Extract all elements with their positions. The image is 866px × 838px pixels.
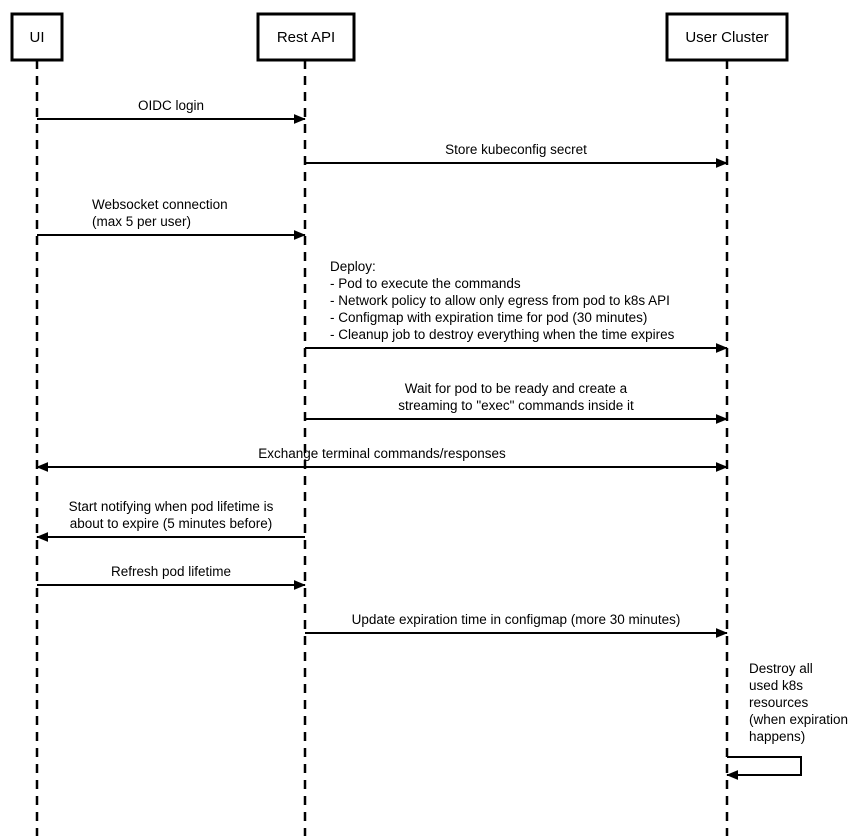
message-deploy[interactable]: Deploy: - Pod to execute the commands - Ne… bbox=[305, 259, 728, 353]
message-exchange-terminal-commands[interactable]: Exchange terminal commands/responses bbox=[36, 446, 728, 472]
self-message-arrow-destroy-used-resources bbox=[726, 756, 802, 780]
message-update-expiration-time[interactable]: Update expiration time in configmap (mor… bbox=[305, 612, 728, 638]
self-message-label-destroy-used-resources: Destroy all bbox=[749, 661, 813, 676]
message-label-deploy: - Configmap with expiration time for pod… bbox=[330, 310, 647, 325]
message-websocket-connection[interactable]: Websocket connection (max 5 per user) bbox=[37, 197, 306, 240]
self-message-label-destroy-used-resources: happens) bbox=[749, 729, 805, 744]
message-label-deploy: - Pod to execute the commands bbox=[330, 276, 521, 291]
self-message-label-destroy-used-resources: (when expiration bbox=[749, 712, 848, 727]
message-wait-for-pod-ready[interactable]: Wait for pod to be ready and create a str… bbox=[305, 381, 728, 424]
message-label-deploy: - Cleanup job to destroy everything when… bbox=[330, 327, 675, 342]
message-label-start-notifying-expiry: Start notifying when pod lifetime is bbox=[69, 499, 274, 514]
message-label-oidc-login: OIDC login bbox=[138, 98, 204, 113]
participant-rest-api[interactable]: Rest API bbox=[256, 12, 356, 62]
participant-label-ui: UI bbox=[30, 29, 45, 46]
message-label-exchange-terminal-commands: Exchange terminal commands/responses bbox=[258, 446, 506, 461]
message-label-deploy: Deploy: bbox=[330, 259, 376, 274]
self-message-destroy-used-resources[interactable]: Destroy all used k8s resources (when expira… bbox=[726, 661, 848, 780]
message-oidc-login[interactable]: OIDC login bbox=[37, 98, 306, 124]
participant-user-cluster[interactable]: User Cluster bbox=[665, 12, 789, 62]
message-label-store-kubeconfig-secret: Store kubeconfig secret bbox=[445, 142, 587, 157]
message-label-start-notifying-expiry: about to expire (5 minutes before) bbox=[70, 516, 273, 531]
message-store-kubeconfig-secret[interactable]: Store kubeconfig secret bbox=[305, 142, 728, 168]
participant-label-rest-api: Rest API bbox=[277, 29, 335, 46]
lifelines-layer bbox=[35, 60, 729, 836]
message-label-wait-for-pod-ready: Wait for pod to be ready and create a bbox=[405, 381, 628, 396]
message-label-websocket-connection: (max 5 per user) bbox=[92, 214, 191, 229]
message-label-wait-for-pod-ready: streaming to "exec" commands inside it bbox=[398, 398, 634, 413]
message-label-update-expiration-time: Update expiration time in configmap (mor… bbox=[352, 612, 681, 627]
message-refresh-pod-lifetime[interactable]: Refresh pod lifetime bbox=[37, 564, 306, 590]
participant-label-user-cluster: User Cluster bbox=[685, 29, 768, 46]
message-label-refresh-pod-lifetime: Refresh pod lifetime bbox=[111, 564, 231, 579]
participants-layer: UI Rest API User Cluster bbox=[10, 12, 789, 62]
self-message-label-destroy-used-resources: used k8s bbox=[749, 678, 803, 693]
participant-ui[interactable]: UI bbox=[10, 12, 64, 62]
self-message-label-destroy-used-resources: resources bbox=[749, 695, 809, 710]
message-label-deploy: - Network policy to allow only egress fr… bbox=[330, 293, 670, 308]
message-label-websocket-connection: Websocket connection bbox=[92, 197, 228, 212]
message-start-notifying-expiry[interactable]: Start notifying when pod lifetime is abou… bbox=[36, 499, 305, 542]
